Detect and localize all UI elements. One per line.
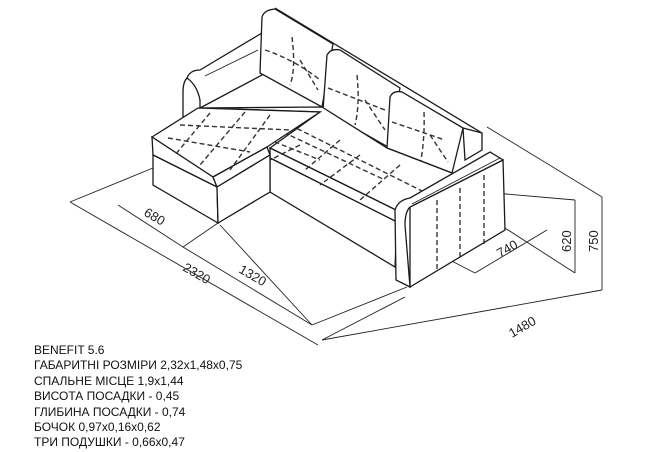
dim-750: 750	[586, 230, 601, 252]
dim-1320: 1320	[237, 262, 270, 289]
spec-line: ГЛИБИНА ПОСАДКИ - 0,74	[34, 404, 186, 419]
right-armrest	[394, 151, 506, 289]
back-cushion-1	[259, 8, 334, 109]
dim-2320: 2320	[181, 260, 214, 287]
back-cushions	[259, 8, 483, 174]
model-name: BENEFIT 5.6	[34, 343, 105, 357]
back-cushion-3	[386, 90, 464, 174]
dim-1480: 1480	[506, 313, 539, 340]
spec-line: СПАЛЬНЕ МІСЦЕ 1,9х1,44	[34, 373, 184, 388]
spec-line: ТРИ ПОДУШКИ - 0,66х0,47	[34, 435, 185, 450]
dim-620: 620	[559, 230, 574, 252]
dim-680: 680	[142, 205, 168, 229]
spec-list: BENEFIT 5.6 ГАБАРИТНІ РОЗМІРИ 2,32х1,48х…	[34, 343, 242, 451]
back-edge	[274, 7, 483, 134]
chaise	[150, 107, 323, 225]
dim-740: 740	[494, 237, 520, 261]
spec-line: ГАБАРИТНІ РОЗМІРИ 2,32х1,48х0,75	[34, 358, 243, 373]
spec-line: ВИСОТА ПОСАДКИ - 0,45	[34, 389, 180, 404]
spec-line: БОЧОК 0,97х0,16х0,62	[34, 420, 161, 435]
